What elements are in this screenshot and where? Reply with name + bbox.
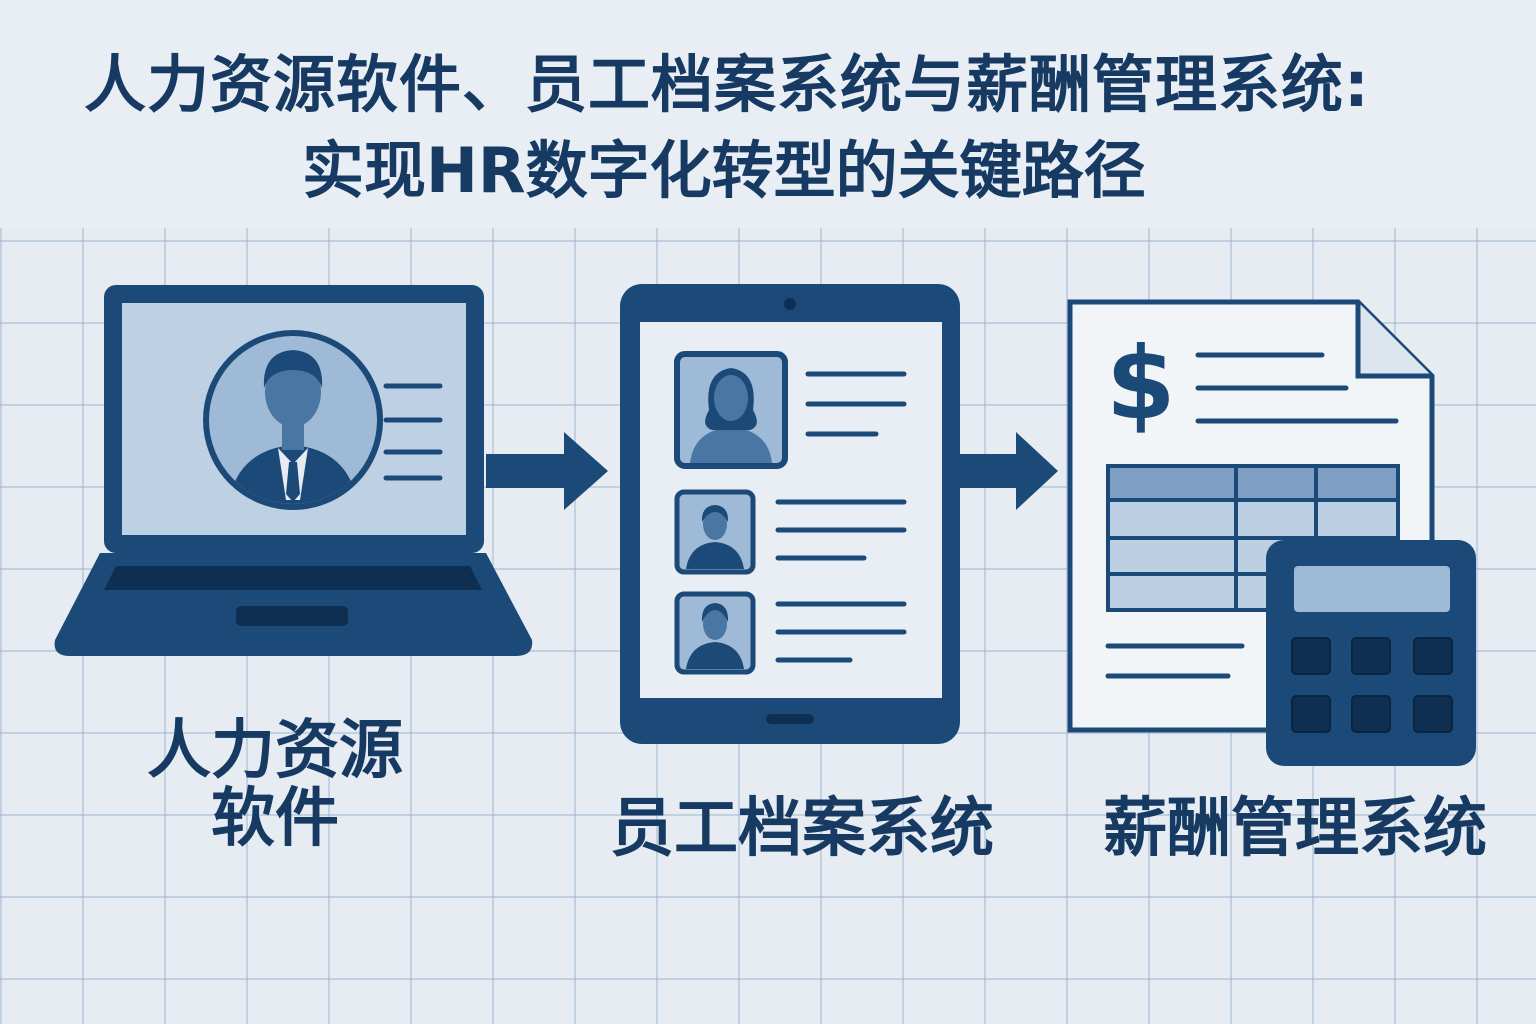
employee-record-3: [674, 591, 907, 675]
laptop-profile-icon: [54, 285, 533, 656]
employee-records-label: 员工档案系统: [610, 792, 994, 866]
calculator-icon: [1266, 540, 1476, 766]
laptop-base: [54, 553, 533, 656]
payroll-table: [1106, 464, 1400, 612]
currency-symbol: $: [1106, 325, 1176, 442]
title-line-2: 实现HR数字化转型的关键路径: [302, 134, 1146, 207]
user-avatar-icon: [203, 330, 383, 510]
flow-arrow-2: [958, 432, 1058, 510]
profile-text-lines: [383, 383, 443, 481]
employee-record-2: [674, 489, 907, 575]
tablet-records-icon: [620, 284, 960, 744]
title-band: [0, 0, 1536, 228]
payroll-label: 薪酬管理系统: [1103, 792, 1487, 866]
title-line-1: 人力资源软件、员工档案系统与薪酬管理系统:: [84, 48, 1370, 121]
payroll-document-calculator-icon: $: [1067, 299, 1476, 766]
flow-arrow-1: [486, 432, 608, 510]
hr-software-label-line-1: 人力资源: [147, 714, 403, 788]
hr-software-label: 人力资源 软件: [130, 714, 420, 856]
hr-software-label-line-2: 软件: [211, 781, 339, 856]
employee-record-1: [674, 351, 907, 469]
